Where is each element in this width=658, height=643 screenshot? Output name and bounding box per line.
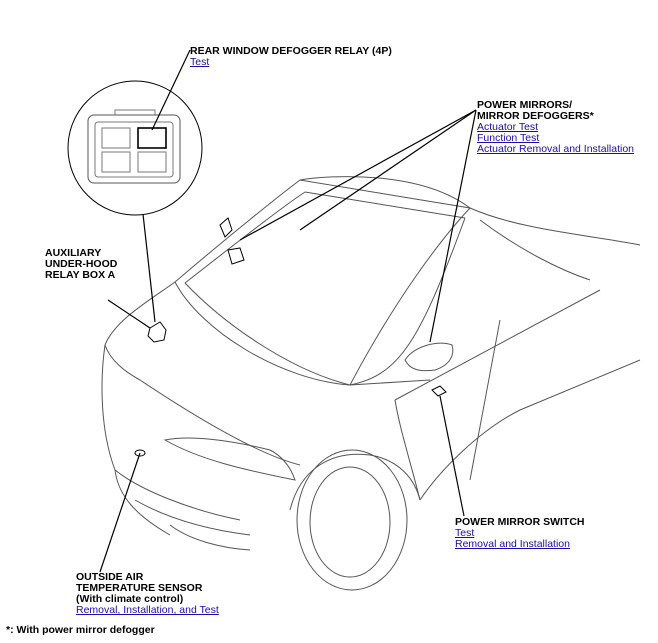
callout-title: POWER MIRRORS/ MIRROR DEFOGGERS*: [477, 99, 594, 122]
callout-power-mirrors: POWER MIRRORS/ MIRROR DEFOGGERS* Actuato…: [477, 100, 634, 155]
callout-title: POWER MIRROR SWITCH: [455, 516, 585, 528]
inner-mirror-icon: [219, 217, 233, 238]
callout-title: REAR WINDOW DEFOGGER RELAY (4P): [190, 45, 392, 57]
callout-auxiliary-relay-box: AUXILIARY UNDER-HOOD RELAY BOX A: [45, 248, 117, 281]
mirror-switch-icon: [431, 385, 447, 397]
link-relay-test[interactable]: Test: [190, 56, 210, 68]
link-switch-removal[interactable]: Removal and Installation: [455, 538, 570, 550]
link-actuator-removal[interactable]: Actuator Removal and Installation: [477, 143, 635, 155]
relay-connector-detail: [67, 80, 203, 216]
leader-lines: [99, 49, 477, 573]
callout-power-mirror-switch: POWER MIRROR SWITCH Test Removal and Ins…: [455, 517, 585, 550]
link-sensor-removal-test[interactable]: Removal, Installation, and Test: [76, 604, 219, 616]
link-actuator-test[interactable]: Actuator Test: [477, 121, 539, 133]
callout-title: OUTSIDE AIR TEMPERATURE SENSOR (With cli…: [76, 571, 203, 605]
callout-rear-window-defogger-relay: REAR WINDOW DEFOGGER RELAY (4P) Test: [190, 46, 392, 68]
mirror-defogger-icon: [227, 247, 245, 265]
link-switch-test[interactable]: Test: [455, 527, 475, 539]
car-outline: [101, 176, 641, 591]
link-function-test[interactable]: Function Test: [477, 132, 540, 144]
relay-box-icon: [147, 321, 167, 343]
components: [134, 217, 447, 457]
callout-outside-air-temp-sensor: OUTSIDE AIR TEMPERATURE SENSOR (With cli…: [76, 572, 219, 616]
callout-title: AUXILIARY UNDER-HOOD RELAY BOX A: [45, 247, 118, 281]
footnote: *: With power mirror defogger: [6, 624, 155, 636]
